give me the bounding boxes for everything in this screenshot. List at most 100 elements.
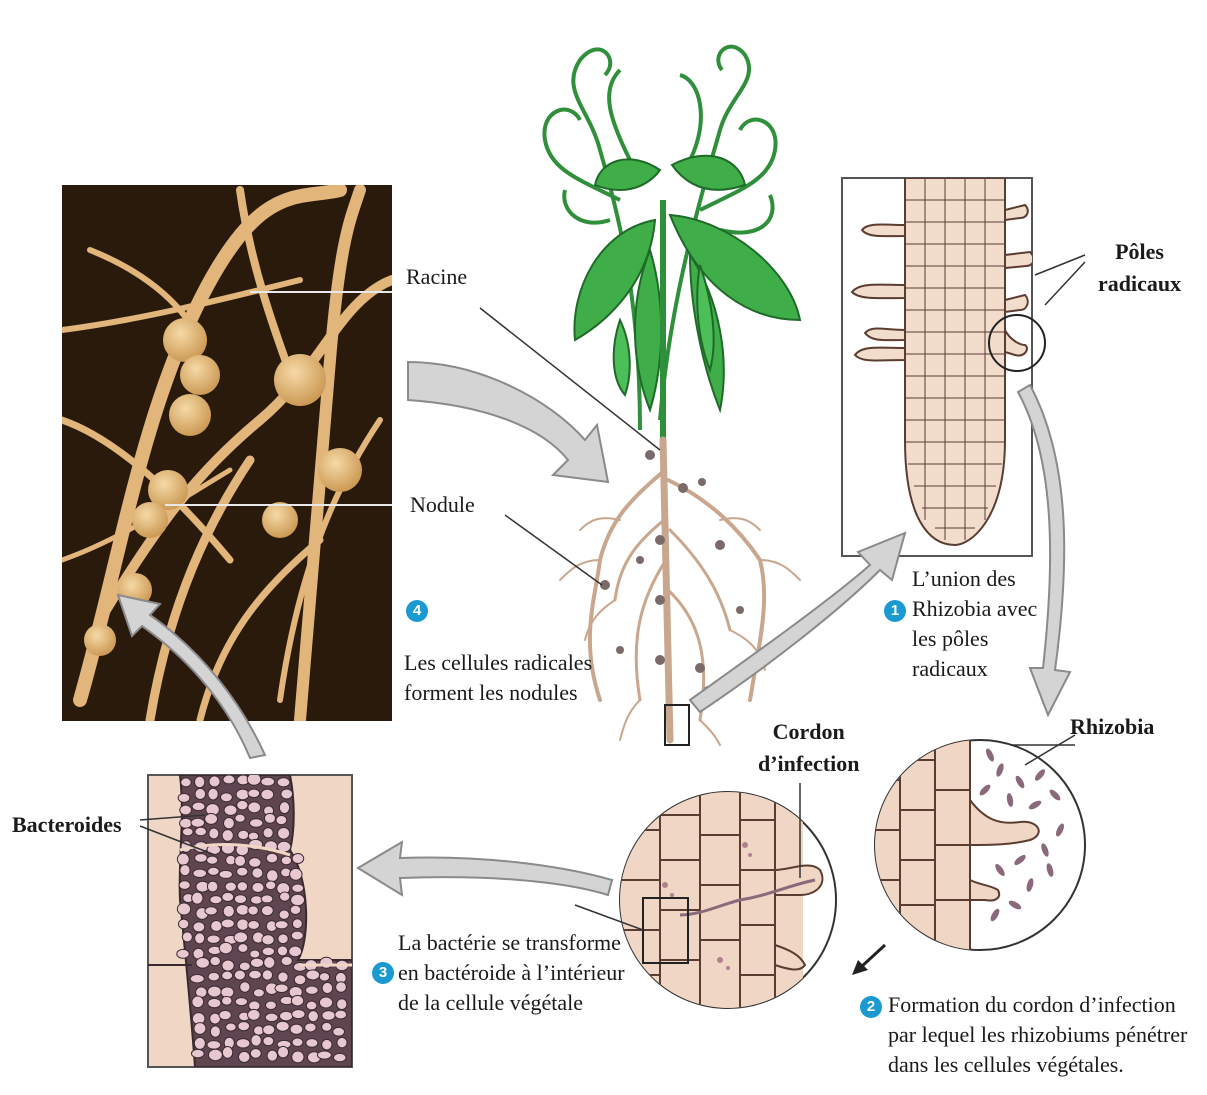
bacteroid-cell — [234, 895, 246, 904]
bacteroid-cell — [292, 1038, 303, 1047]
bacteroid-cell — [208, 986, 222, 997]
bacteroid-cell — [192, 802, 205, 811]
arrow-photo-to-plant — [408, 362, 608, 482]
label-racine: Racine — [406, 262, 467, 292]
bacteroid-cell — [248, 789, 260, 797]
bacteroid-cell — [225, 882, 236, 891]
bacteroid-cell — [178, 793, 190, 802]
bacteroid-cell — [178, 919, 188, 929]
bacteroid-cell — [322, 1011, 335, 1021]
step-3-badge: 3 — [372, 962, 394, 984]
bacteroid-cell — [234, 932, 248, 943]
bacteroid-cell — [248, 906, 258, 915]
bacteroid-cell — [275, 921, 288, 929]
bacteroid-cell — [209, 776, 220, 787]
bacteroid-cell — [276, 816, 287, 825]
bacteroid-cell — [237, 882, 247, 892]
bacteroid-cell — [182, 828, 193, 836]
bacteroid-cell — [280, 1011, 293, 1021]
bacteroid-cell — [261, 789, 274, 800]
root-nodule-photo — [62, 185, 402, 721]
bacteroid-cell — [265, 881, 275, 890]
bacteroid-cell — [281, 956, 292, 965]
label-bacteroides: Bacteroides — [12, 810, 122, 840]
bacteroid-cell — [207, 881, 218, 892]
bacteroid-cell — [322, 982, 333, 993]
bacteroid-cell — [248, 802, 261, 813]
bacteroid-cell — [291, 894, 305, 905]
arrow-thread-to-bacteroid — [358, 842, 612, 895]
bacteroid-cell — [240, 982, 250, 993]
bacteroid-cell — [248, 921, 260, 930]
bacteroid-cell — [292, 853, 304, 863]
bacteroid-cell — [207, 856, 218, 864]
bacteroid-cell — [289, 946, 302, 957]
bacteroid-cell — [305, 986, 318, 994]
bacteroid-cell — [333, 1053, 346, 1061]
bacteroid-cell — [263, 1025, 275, 1035]
bacteroid-cell — [239, 962, 250, 971]
bacteroid-cell — [250, 958, 263, 967]
bacteroid-cell — [235, 855, 246, 866]
bacteroid-cell — [238, 830, 249, 839]
bacteroid-cell — [237, 800, 248, 809]
bacteroid-cell — [266, 1001, 277, 1010]
step-1-text: L’union des Rhizobia avec les pôles radi… — [912, 564, 1037, 684]
bacteroid-cell — [177, 903, 190, 915]
bacteroid-cell — [222, 830, 233, 842]
bacteroid-cell — [249, 970, 262, 979]
bacteroid-cell — [281, 856, 291, 865]
bacteroid-cell — [252, 868, 263, 879]
bacteroid-cell — [224, 818, 235, 829]
bacteroid-cell — [211, 921, 222, 932]
label-nodule: Nodule — [410, 490, 475, 520]
bacteroid-cell — [264, 813, 275, 823]
bacteroid-cell — [278, 934, 288, 944]
bacteroid-cell — [278, 827, 290, 839]
bacteroid-cell — [210, 956, 221, 965]
bacteroid-cell — [306, 1039, 318, 1048]
bacteroid-cell — [208, 788, 218, 800]
bacteroid-cell — [222, 971, 233, 980]
bacteroid-cell — [291, 931, 303, 940]
bacteroid-cell — [276, 1021, 289, 1031]
bacteroid-cell — [277, 946, 287, 956]
bacteroid-cell — [262, 970, 272, 980]
bacteroid-cell — [292, 884, 304, 892]
bacteroid-cell — [333, 1027, 345, 1036]
bacteroid-cell — [262, 935, 274, 945]
bacteroid-cell — [222, 1047, 232, 1059]
bacteroid-cell — [337, 999, 347, 1010]
bacteroid-cell — [219, 870, 232, 878]
bacteroid-cell — [210, 1026, 220, 1037]
bacteroid-cell — [294, 975, 306, 985]
bacteroid-cell — [261, 895, 273, 903]
bacteroid-cell — [193, 922, 205, 932]
step-4-badge: 4 — [406, 600, 428, 622]
bacteroid-cell — [222, 996, 232, 1005]
bacteroid-cell — [180, 818, 192, 828]
bacteroid-cell — [190, 974, 204, 982]
bacteroid-cell — [292, 1010, 305, 1019]
bacteroid-cell — [205, 814, 218, 825]
bacteroid-cell — [267, 870, 279, 882]
bacteroid-cell — [221, 919, 234, 928]
bacteroid-cell — [291, 995, 303, 1006]
bacteroid-cell — [250, 819, 263, 828]
bacteroid-cell — [319, 973, 329, 981]
bacteroid-cell — [195, 854, 208, 863]
arrow-plant-to-tip — [690, 533, 905, 712]
bacteroid-cell — [207, 935, 220, 943]
bacteroid-cell — [248, 1009, 261, 1020]
bacteroid-cell — [247, 773, 261, 785]
bacteroid-cell — [210, 896, 222, 904]
bacteroid-cell — [292, 919, 302, 929]
bacteroid-cell — [238, 944, 248, 953]
bacteroid-cell — [264, 957, 275, 969]
step-2-text: Formation du cordon d’infection par lequ… — [888, 990, 1187, 1080]
step-2-badge: 2 — [860, 996, 882, 1018]
bacteroid-cell — [222, 892, 234, 901]
bacteroid-cell — [252, 882, 264, 892]
bacteroid-cell — [235, 814, 245, 822]
bacteroid-cell — [236, 904, 249, 915]
